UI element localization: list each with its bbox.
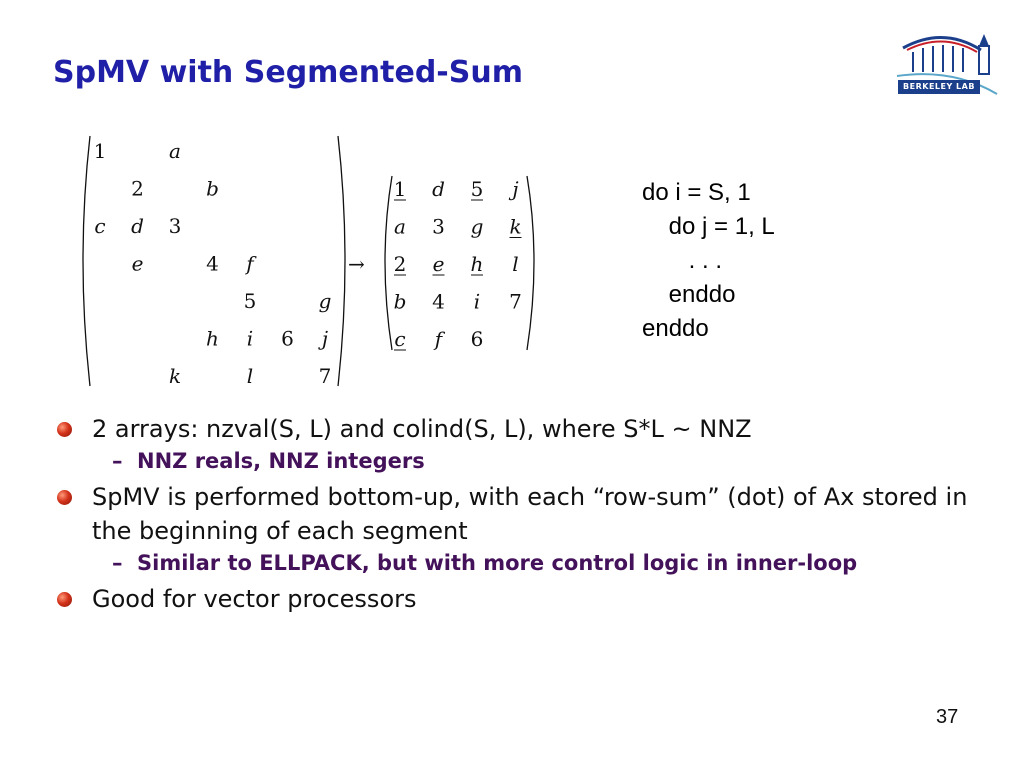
bullet-text: SpMV is performed bottom-up, with each “… bbox=[92, 483, 968, 545]
left-matrix-cell: d bbox=[131, 214, 144, 238]
left-matrix-cell: g bbox=[319, 289, 332, 313]
left-matrix-cell: 1 bbox=[94, 139, 107, 163]
right-matrix-cell: i bbox=[474, 290, 480, 314]
left-matrix-cell: h bbox=[206, 327, 219, 351]
left-matrix-cell: c bbox=[94, 214, 105, 238]
code-line: enddo bbox=[642, 315, 709, 342]
sub-bullet-text: NNZ reals, NNZ integers bbox=[137, 449, 425, 473]
berkeley-lab-logo bbox=[896, 34, 998, 95]
code-line: do i = S, 1 bbox=[642, 179, 751, 206]
pseudocode-block: do i = S, 1 do j = 1, L . . . enddo endd… bbox=[642, 176, 775, 346]
right-matrix-cell: e bbox=[433, 252, 445, 276]
code-line: . . . bbox=[642, 247, 723, 274]
right-matrix-close-paren bbox=[526, 175, 535, 351]
dash-icon: – bbox=[112, 449, 123, 473]
right-matrix-cell: a bbox=[394, 215, 406, 239]
right-matrix-cell: j bbox=[508, 177, 518, 201]
left-matrix-cell: 4 bbox=[206, 252, 219, 276]
bullet-item: Good for vector processors bbox=[56, 582, 976, 616]
bullet-text: Good for vector processors bbox=[92, 585, 417, 613]
right-matrix-cell: g bbox=[471, 215, 484, 239]
bullet-dot-icon bbox=[57, 592, 72, 607]
sub-bullet-text: Similar to ELLPACK, but with more contro… bbox=[137, 551, 858, 575]
left-matrix-cell: i bbox=[247, 327, 253, 351]
transform-arrow: → bbox=[348, 252, 365, 276]
bullet-item: SpMV is performed bottom-up, with each “… bbox=[56, 480, 976, 548]
bullet-list: 2 arrays: nzval(S, L) and colind(S, L), … bbox=[56, 412, 976, 616]
dash-icon: – bbox=[112, 551, 123, 575]
bullet-text: 2 arrays: nzval(S, L) and colind(S, L), … bbox=[92, 415, 752, 443]
sub-bullet-item: – Similar to ELLPACK, but with more cont… bbox=[56, 548, 976, 578]
left-matrix-open-paren bbox=[82, 135, 91, 387]
right-matrix-cell: 7 bbox=[509, 290, 522, 314]
right-matrix-cell: c bbox=[394, 327, 405, 351]
left-matrix-cell: e bbox=[132, 252, 144, 276]
right-matrix-cell: k bbox=[509, 215, 521, 239]
left-matrix-close-paren bbox=[337, 135, 346, 387]
left-matrix-cell: 3 bbox=[169, 214, 182, 238]
logo-label: BERKELEY LAB bbox=[898, 80, 980, 94]
left-matrix-cell: k bbox=[169, 364, 181, 388]
right-matrix-cell: h bbox=[471, 252, 484, 276]
left-matrix-cell: f bbox=[244, 252, 257, 276]
left-matrix-cell: a bbox=[169, 139, 181, 163]
right-matrix-cell: 4 bbox=[432, 290, 445, 314]
left-matrix-cell: 2 bbox=[131, 177, 144, 201]
right-matrix-cell: 5 bbox=[471, 177, 484, 201]
bullet-dot-icon bbox=[57, 422, 72, 437]
left-matrix-cell: 7 bbox=[319, 364, 332, 388]
slide-title: SpMV with Segmented-Sum bbox=[53, 55, 523, 90]
right-matrix-cell: l bbox=[512, 252, 518, 276]
left-matrix-cell: 5 bbox=[244, 289, 257, 313]
sub-bullet-item: – NNZ reals, NNZ integers bbox=[56, 446, 976, 476]
right-matrix-cell: 3 bbox=[432, 215, 445, 239]
right-matrix-cell: 1 bbox=[394, 177, 407, 201]
right-matrix-cell: 6 bbox=[471, 327, 484, 351]
code-line: enddo bbox=[642, 281, 736, 308]
left-matrix-cell: l bbox=[247, 364, 253, 388]
code-line: do j = 1, L bbox=[642, 213, 775, 240]
right-matrix-cell: f bbox=[433, 327, 446, 351]
bullet-item: 2 arrays: nzval(S, L) and colind(S, L), … bbox=[56, 412, 976, 446]
right-matrix-cell: d bbox=[432, 177, 445, 201]
right-matrix-open-paren bbox=[384, 175, 393, 351]
right-matrix-cell: b bbox=[394, 290, 407, 314]
left-matrix-cell: b bbox=[206, 177, 219, 201]
left-matrix-cell: j bbox=[318, 327, 328, 351]
page-number: 37 bbox=[936, 706, 959, 728]
left-matrix-cell: 6 bbox=[281, 327, 294, 351]
bullet-dot-icon bbox=[57, 490, 72, 505]
right-matrix-cell: 2 bbox=[394, 252, 407, 276]
